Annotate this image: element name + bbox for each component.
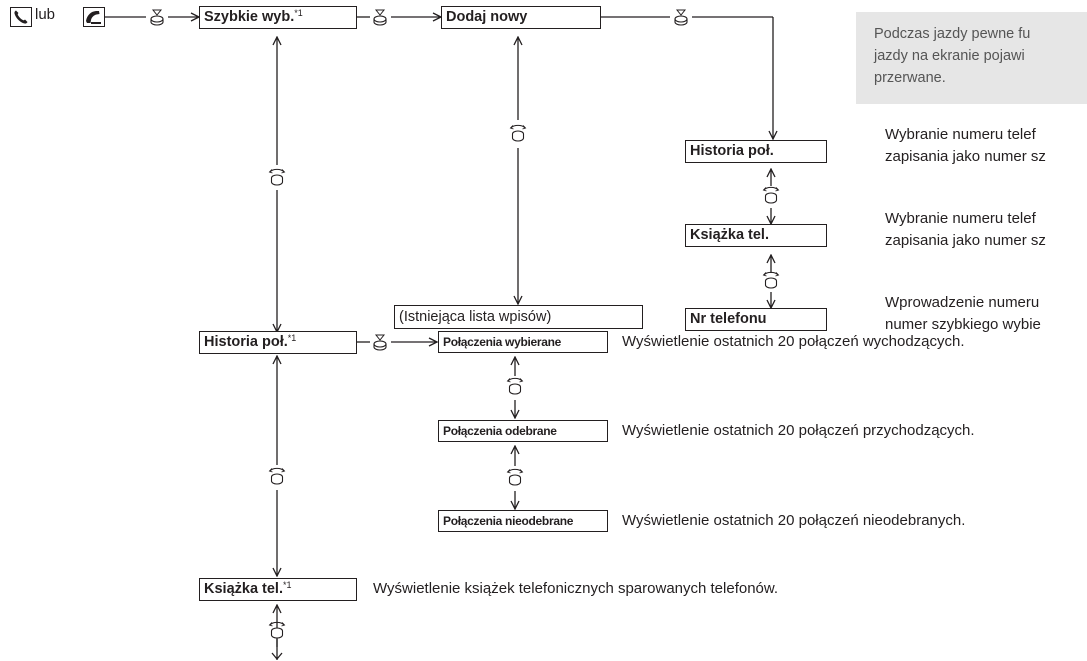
description-line: Wprowadzenie numeru: [885, 294, 1040, 311]
missed-calls-label: Połączenia nieodebrane: [443, 514, 574, 528]
press-knob-icon: [674, 9, 688, 26]
rotate-knob-icon: [762, 271, 780, 289]
footnote-marker: *1: [287, 333, 297, 343]
description-line: Wybranie numeru telef: [885, 126, 1036, 143]
existing-list-box[interactable]: (Istniejąca lista wpisów): [394, 305, 643, 329]
rotate-knob-icon: [509, 124, 527, 142]
sub-call-history-box[interactable]: Historia poł.: [685, 140, 827, 163]
dialed-calls-description: Wyświetlenie ostatnich 20 połączeń wycho…: [622, 333, 965, 350]
press-knob-icon: [373, 9, 387, 26]
note-line: jazdy na ekranie pojawi: [874, 48, 1025, 64]
rotate-knob-icon: [268, 467, 286, 485]
phonebook-label: Książka tel.: [204, 581, 283, 598]
phonebook-description: Wyświetlenie książek telefonicznych spar…: [373, 580, 779, 597]
existing-list-label: (Istniejąca lista wpisów): [399, 308, 552, 325]
phone-icon[interactable]: [10, 7, 32, 27]
phone-number-speed-dial-description: Wprowadzenie numeru numer szybkiego wybi…: [885, 292, 1041, 336]
sub-phonebook-box[interactable]: Książka tel.: [685, 224, 827, 247]
add-new-label: Dodaj nowy: [446, 9, 528, 26]
or-connector: lub: [35, 6, 56, 23]
call-history-speed-dial-description: Wybranie numeru telef zapisania jako num…: [885, 124, 1046, 168]
rotate-knob-icon: [762, 186, 780, 204]
phonebook-box[interactable]: Książka tel.*1: [199, 578, 357, 601]
sub-phone-number-label: Nr telefonu: [690, 311, 767, 328]
footnote-marker: *1: [283, 580, 292, 590]
note-line: Podczas jazdy pewne fu: [874, 26, 1031, 42]
note-line: przerwane.: [874, 70, 946, 86]
rotate-knob-icon: [506, 377, 524, 395]
received-calls-description: Wyświetlenie ostatnich 20 połączeń przyc…: [622, 422, 975, 439]
received-calls-box[interactable]: Połączenia odebrane: [438, 420, 608, 442]
press-knob-icon: [373, 334, 387, 351]
description-line: zapisania jako numer sz: [885, 148, 1046, 165]
footnote-marker: *1: [294, 8, 303, 18]
phone-pickup-icon[interactable]: [83, 7, 105, 27]
speed-dial-label: Szybkie wyb.: [204, 9, 295, 26]
rotate-knob-icon: [268, 168, 286, 186]
press-knob-icon: [150, 9, 164, 26]
missed-calls-box[interactable]: Połączenia nieodebrane: [438, 510, 608, 532]
phonebook-speed-dial-description: Wybranie numeru telef zapisania jako num…: [885, 208, 1046, 252]
call-history-box[interactable]: Historia poł.*1: [199, 331, 357, 354]
dialed-calls-box[interactable]: Połączenia wybierane: [438, 331, 608, 353]
driving-note: Podczas jazdy pewne fu jazdy na ekranie …: [856, 12, 1087, 104]
dialed-calls-label: Połączenia wybierane: [443, 335, 562, 349]
call-history-label: Historia poł.: [204, 334, 288, 351]
sub-phone-number-box[interactable]: Nr telefonu: [685, 308, 827, 331]
description-line: Wybranie numeru telef: [885, 210, 1036, 227]
missed-calls-description: Wyświetlenie ostatnich 20 połączeń nieod…: [622, 512, 966, 529]
sub-phonebook-label: Książka tel.: [690, 227, 769, 244]
add-new-box[interactable]: Dodaj nowy: [441, 6, 601, 29]
description-line: numer szybkiego wybie: [885, 316, 1041, 333]
description-line: zapisania jako numer sz: [885, 232, 1046, 249]
speed-dial-box[interactable]: Szybkie wyb.*1: [199, 6, 357, 29]
received-calls-label: Połączenia odebrane: [443, 424, 557, 438]
sub-call-history-label: Historia poł.: [690, 143, 774, 160]
rotate-knob-icon: [506, 468, 524, 486]
